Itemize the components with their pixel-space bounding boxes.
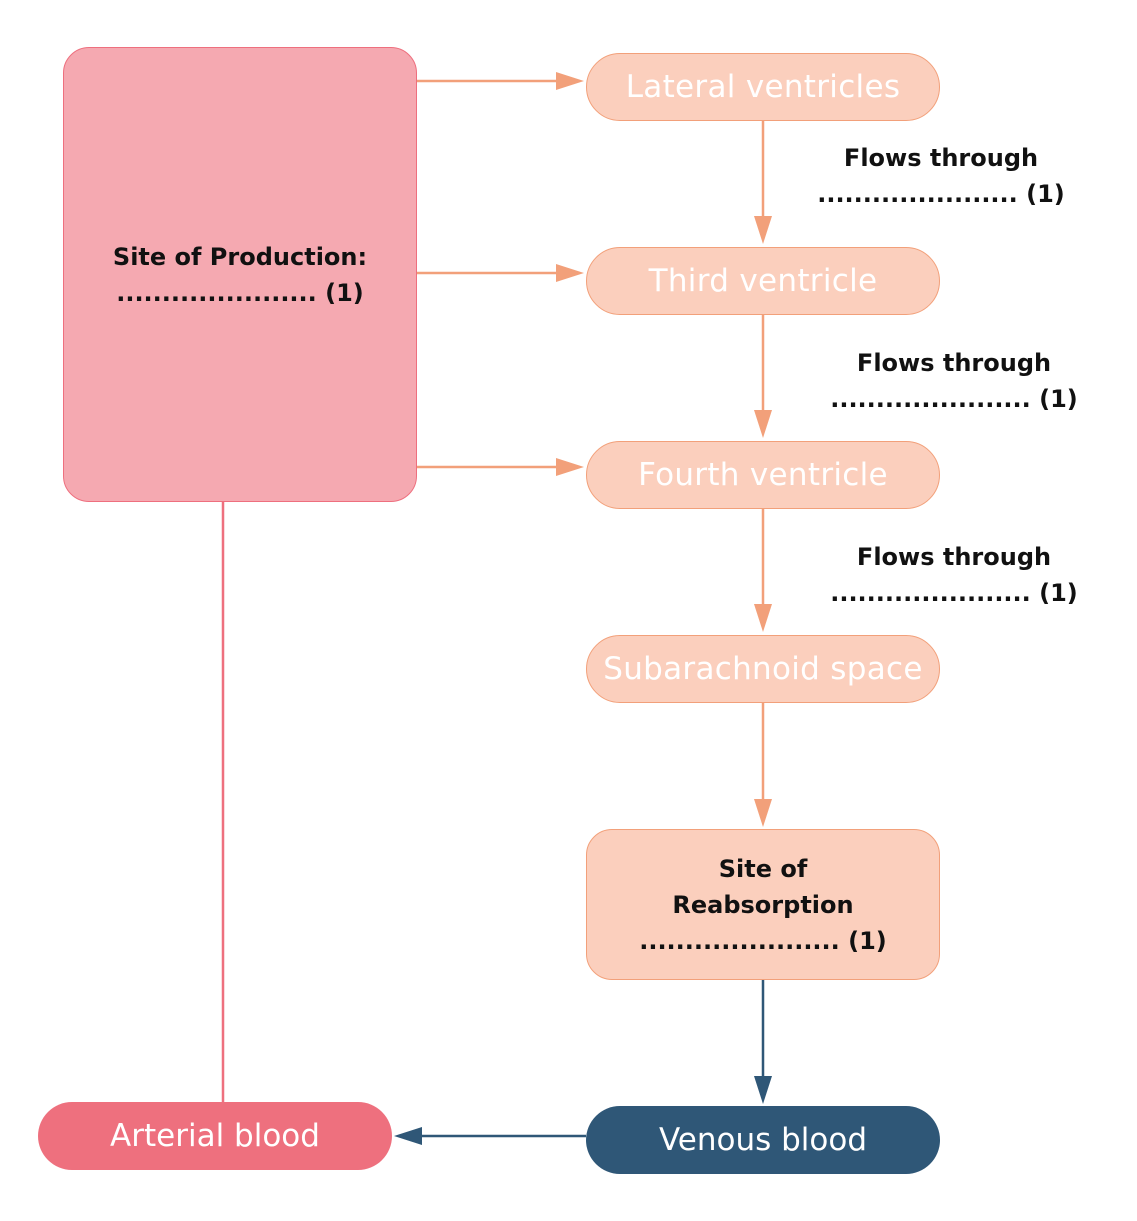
venous-blood-label: Venous blood bbox=[658, 1122, 868, 1158]
site-of-production-box: Site of Production: ....................… bbox=[63, 47, 417, 502]
fourth-to-subarachnoid-arrow bbox=[754, 509, 772, 632]
production-to-third-arrow bbox=[417, 264, 584, 282]
production-title: Site of Production: bbox=[112, 242, 368, 271]
venous-to-arterial-arrow bbox=[394, 1127, 586, 1145]
reabsorption-to-venous-arrow bbox=[754, 980, 772, 1104]
venous-blood-node: Venous blood bbox=[586, 1106, 940, 1174]
production-to-fourth-arrow bbox=[417, 458, 584, 476]
flow-label-2: Flows through bbox=[856, 349, 1052, 377]
third-to-fourth-arrow bbox=[754, 315, 772, 438]
arterial-blood-label: Arterial blood bbox=[110, 1118, 320, 1154]
flow-answer-blank-1: ...................... (1) bbox=[817, 180, 1065, 208]
reabsorption-answer-blank: ...................... (1) bbox=[639, 926, 887, 955]
lateral-ventricles-label: Lateral ventricles bbox=[625, 69, 901, 105]
third-ventricle-label: Third ventricle bbox=[648, 263, 878, 299]
flow-label-3: Flows through bbox=[856, 543, 1052, 571]
subarachnoid-to-reabsorption-arrow bbox=[754, 703, 772, 827]
site-of-reabsorption-box: Site of Reabsorption ...................… bbox=[586, 829, 940, 980]
flow-answer-blank-3: ...................... (1) bbox=[830, 579, 1078, 607]
flow-annotation-3: Flows through ...................... (1) bbox=[794, 539, 1114, 611]
flow-label-1: Flows through bbox=[843, 144, 1039, 172]
fourth-ventricle-node: Fourth ventricle bbox=[586, 441, 940, 509]
production-answer-blank: ...................... (1) bbox=[116, 278, 364, 307]
fourth-ventricle-label: Fourth ventricle bbox=[638, 457, 888, 493]
reabsorption-title-line1: Site of bbox=[718, 854, 808, 883]
reabsorption-title-line2: Reabsorption bbox=[672, 890, 854, 919]
flow-answer-blank-2: ...................... (1) bbox=[830, 385, 1078, 413]
lateral-ventricles-node: Lateral ventricles bbox=[586, 53, 940, 121]
subarachnoid-space-node: Subarachnoid space bbox=[586, 635, 940, 703]
third-ventricle-node: Third ventricle bbox=[586, 247, 940, 315]
flow-annotation-1: Flows through ...................... (1) bbox=[781, 140, 1101, 212]
arterial-blood-node: Arterial blood bbox=[38, 1102, 392, 1170]
flow-annotation-2: Flows through ...................... (1) bbox=[794, 345, 1114, 417]
subarachnoid-space-label: Subarachnoid space bbox=[603, 651, 923, 687]
lateral-to-third-arrow bbox=[754, 121, 772, 244]
production-to-lateral-arrow bbox=[417, 72, 584, 90]
